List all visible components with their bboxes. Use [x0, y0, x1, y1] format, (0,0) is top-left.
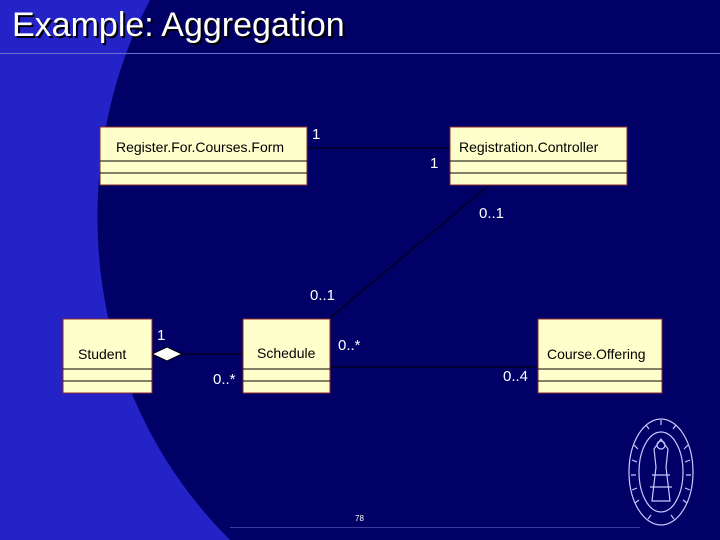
class-name-student: Student [78, 346, 126, 362]
class-course-offering[interactable]: Course.Offering [537, 318, 663, 394]
class-name-course-offering: Course.Offering [547, 346, 646, 362]
mult-student-end: 1 [157, 327, 165, 344]
class-register-for-courses-form[interactable]: Register.For.Courses.Form [99, 126, 308, 186]
mult-student-schedule-schedule-end: 0..* [213, 371, 236, 388]
page-number: 78 [355, 514, 364, 523]
association-controller-schedule [329, 185, 489, 319]
mult-controller-schedule-controller-end: 0..1 [479, 205, 504, 222]
class-schedule[interactable]: Schedule [242, 318, 331, 394]
mult-schedule-offering-offering-end: 0..4 [503, 368, 528, 385]
class-student[interactable]: Student [62, 318, 153, 394]
mult-schedule-offering-schedule-end: 0..* [338, 337, 361, 354]
mult-form-end: 1 [312, 126, 320, 143]
mult-controller-schedule-schedule-end: 0..1 [310, 287, 335, 304]
university-seal-icon [628, 418, 694, 526]
class-name-schedule: Schedule [257, 345, 316, 361]
class-name-register-form: Register.For.Courses.Form [116, 139, 284, 155]
mult-controller-end: 1 [430, 155, 438, 172]
title-divider [0, 53, 720, 54]
aggregation-diamond-icon [150, 346, 184, 362]
class-registration-controller[interactable]: Registration.Controller [449, 126, 628, 186]
footer-divider [230, 527, 640, 528]
class-name-registration-controller: Registration.Controller [459, 139, 599, 155]
slide-title: Example: Aggregation [12, 6, 345, 44]
